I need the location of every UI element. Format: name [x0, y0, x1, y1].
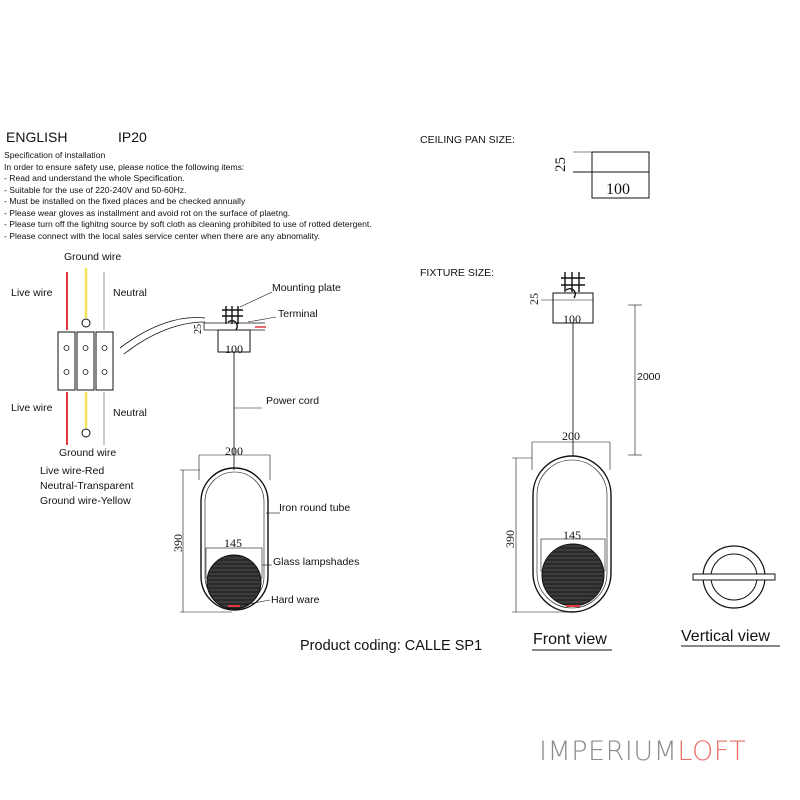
- terminal-label: Terminal: [278, 308, 318, 320]
- ground-wire-top-label: Ground wire: [64, 251, 122, 263]
- left-shade-width-dim: 145: [224, 536, 242, 550]
- front-body-width-dim: 200: [562, 429, 580, 443]
- live-wire-top-label: Live wire: [11, 287, 53, 299]
- pan-width-dim: 100: [606, 181, 630, 198]
- spec-line: - Suitable for the use of 220-240V and 5…: [4, 184, 187, 195]
- power-cord-label: Power cord: [266, 395, 320, 407]
- vertical-view-label: Vertical view: [681, 628, 770, 645]
- wiring-diagram: [57, 268, 206, 445]
- left-body-height-dim: 390: [171, 534, 185, 552]
- brand-logo: IMPERIUMLOFT: [539, 736, 746, 767]
- ceiling-pan-size-label: CEILING PAN SIZE:: [420, 134, 515, 146]
- ip-rating: IP20: [118, 129, 147, 145]
- glass-shades-label: Glass lampshades: [273, 556, 360, 568]
- spec-line: - Read and understand the whole Specific…: [4, 173, 185, 183]
- front-shade-width-dim: 145: [563, 528, 581, 542]
- spec-line: - Please turn off the lighitng source by…: [4, 219, 372, 229]
- legend-neutral: Neutral-Transparent: [40, 480, 134, 492]
- ceiling-pan-drawing: [573, 151, 650, 199]
- spec-line: - Must be installed on the fixed places …: [4, 196, 246, 206]
- spec-line: - Please connect with the local sales se…: [4, 230, 321, 241]
- left-body-width-dim: 200: [225, 444, 243, 458]
- ground-wire-bottom-label: Ground wire: [59, 447, 117, 459]
- product-coding: Product coding: CALLE SP1: [300, 638, 483, 654]
- terminal-block-ground: [76, 331, 95, 391]
- ground-symbol-top-icon: [81, 318, 91, 328]
- terminal-block-neutral: [95, 331, 114, 391]
- fixture-size-label: FIXTURE SIZE:: [420, 267, 495, 279]
- left-pan-width-dim: 100: [225, 342, 243, 356]
- legend-ground: Ground wire-Yellow: [40, 495, 131, 507]
- neutral-bottom-label: Neutral: [113, 407, 147, 419]
- front-view-label: Front view: [533, 631, 607, 648]
- mounting-plate-label: Mounting plate: [272, 282, 341, 294]
- spec-title: Specification of installation: [4, 150, 106, 160]
- pan-height-dim: 25: [553, 157, 569, 172]
- neutral-top-label: Neutral: [113, 287, 147, 299]
- front-pan-width-dim: 100: [563, 312, 581, 326]
- total-height-dim: 2000: [637, 371, 661, 383]
- iron-tube-label: Iron round tube: [279, 502, 351, 514]
- front-view-drawing: [512, 272, 642, 651]
- spec-line: - Please wear gloves as installment and …: [4, 207, 291, 218]
- brand-part-1: IMPERIUM: [539, 736, 678, 767]
- legend-live: Live wire-Red: [40, 465, 105, 477]
- left-pan-height-dim: 25: [193, 324, 204, 334]
- vertical-view-drawing: [681, 545, 780, 647]
- terminal-block-live: [57, 331, 76, 391]
- hardware-label: Hard ware: [271, 594, 320, 606]
- language-label: ENGLISH: [6, 129, 68, 145]
- ground-symbol-bottom-icon: [81, 428, 91, 438]
- front-body-height-dim: 390: [503, 530, 517, 548]
- front-pan-height-dim: 25: [527, 293, 541, 305]
- fixture-detail-drawing: [180, 291, 280, 613]
- live-wire-bottom-label: Live wire: [11, 402, 53, 414]
- spec-line: In order to ensure safety use, please no…: [4, 161, 245, 172]
- specification-block: Specification of installation In order t…: [4, 150, 372, 242]
- brand-part-2: LOFT: [677, 736, 747, 767]
